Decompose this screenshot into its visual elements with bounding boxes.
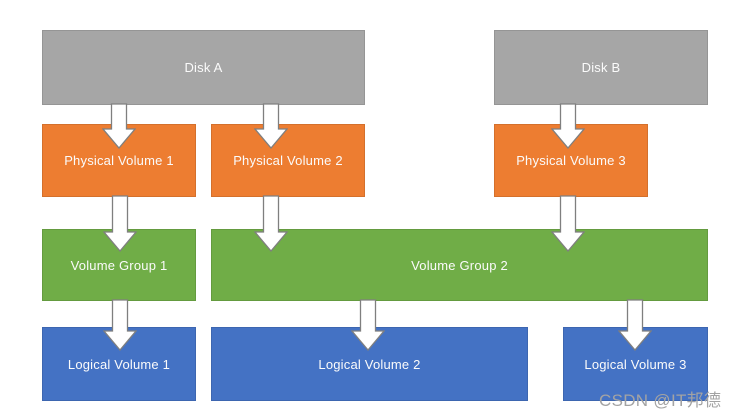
node-volume-group-2-label: Volume Group 2 (411, 257, 508, 273)
node-disk-b-label: Disk B (581, 60, 621, 75)
node-logical-volume-1-label: Logical Volume 1 (67, 356, 171, 372)
watermark: CSDN @IT邦德 (599, 391, 722, 410)
node-logical-volume-2-label: Logical Volume 2 (318, 356, 421, 372)
node-physical-volume-1-label: Physical Volume 1 (64, 153, 174, 168)
node-volume-group-1-label: Volume Group 1 (70, 257, 168, 273)
node-disk-a-label: Disk A (184, 60, 223, 75)
node-physical-volume-2-label: Physical Volume 2 (233, 153, 343, 168)
node-physical-volume-2: Physical Volume 2 (211, 124, 365, 197)
down-arrow-icon-pv3-to-vg2 (551, 195, 585, 252)
down-arrow-icon-disk-b-to-pv3 (551, 103, 585, 149)
node-volume-group-2: Volume Group 2 (211, 229, 708, 301)
down-arrow-icon-disk-a-to-pv1 (102, 103, 136, 149)
node-disk-a: Disk A (42, 30, 365, 105)
node-physical-volume-3-label: Physical Volume 3 (516, 153, 626, 168)
node-logical-volume-3-label: Logical Volume 3 (584, 356, 687, 372)
node-physical-volume-3: Physical Volume 3 (494, 124, 648, 197)
down-arrow-icon-vg2-to-lv2 (351, 299, 385, 351)
down-arrow-icon-pv2-to-vg2 (254, 195, 288, 252)
node-disk-b: Disk B (494, 30, 708, 105)
down-arrow-icon-pv1-to-vg1 (103, 195, 137, 252)
down-arrow-icon-vg1-to-lv1 (103, 299, 137, 351)
down-arrow-icon-disk-a-to-pv2 (254, 103, 288, 149)
down-arrow-icon-vg2-to-lv3 (618, 299, 652, 351)
